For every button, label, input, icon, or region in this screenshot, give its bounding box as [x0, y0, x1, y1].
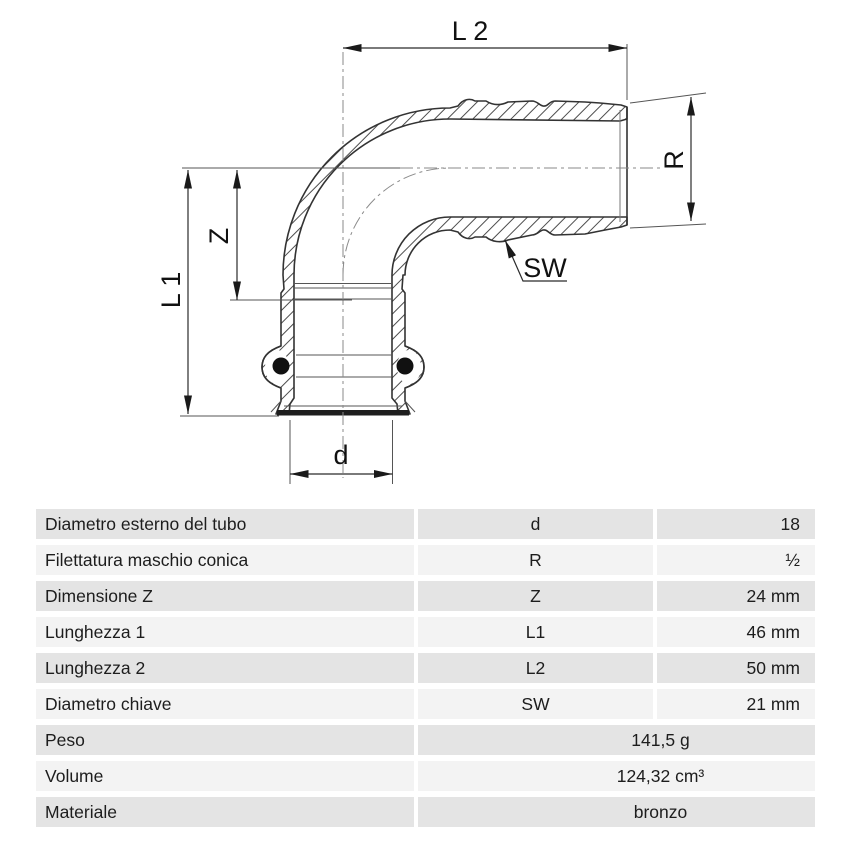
spec-row-value: 50 mm — [657, 653, 815, 683]
dim-label-l1: L 1 — [156, 272, 186, 309]
dim-label-d: d — [333, 440, 348, 470]
spec-row-symbol: L1 — [418, 617, 653, 647]
spec-row-label: Materiale — [36, 797, 414, 827]
spec-row-symbol: SW — [418, 689, 653, 719]
spec-row-symbol: d — [418, 509, 653, 539]
spec-row-symbol: L2 — [418, 653, 653, 683]
dim-label-l2: L 2 — [452, 16, 489, 46]
oring-section-right — [396, 357, 414, 375]
spec-row-symbol: R — [418, 545, 653, 575]
technical-drawing: L 2 L 1 Z R SW d — [156, 16, 707, 484]
spec-row-label: Diametro chiave — [36, 689, 414, 719]
press-sleeve-lines — [270, 283, 416, 413]
elbow-outer-wall-section — [261, 98, 628, 415]
oring-section-left — [272, 357, 290, 375]
spec-row-label: Lunghezza 1 — [36, 617, 414, 647]
dim-label-z: Z — [204, 228, 234, 245]
spec-row-value: 141,5 g — [418, 725, 815, 755]
bead-contour-left — [261, 345, 282, 389]
spec-row-value: 46 mm — [657, 617, 815, 647]
spec-row-label: Peso — [36, 725, 414, 755]
extension-lines — [180, 44, 707, 484]
spec-row-value: 124,32 cm³ — [418, 761, 815, 791]
leader-sw — [504, 239, 567, 282]
spec-row-label: Filettatura maschio conica — [36, 545, 414, 575]
spec-row-label: Dimensione Z — [36, 581, 414, 611]
spec-row-label: Lunghezza 2 — [36, 653, 414, 683]
dim-label-sw: SW — [523, 253, 567, 283]
elbow-inner-wall-section — [391, 216, 628, 415]
spec-row-value: bronzo — [418, 797, 815, 827]
spec-row-value: ½ — [657, 545, 815, 575]
bead-contour-right — [404, 345, 425, 389]
spec-row-label: Diametro esterno del tubo — [36, 509, 414, 539]
spec-row-value: 18 — [657, 509, 815, 539]
spec-row-symbol: Z — [418, 581, 653, 611]
dim-label-r: R — [659, 150, 689, 170]
spec-row-label: Volume — [36, 761, 414, 791]
spec-row-value: 21 mm — [657, 689, 815, 719]
spec-row-value: 24 mm — [657, 581, 815, 611]
